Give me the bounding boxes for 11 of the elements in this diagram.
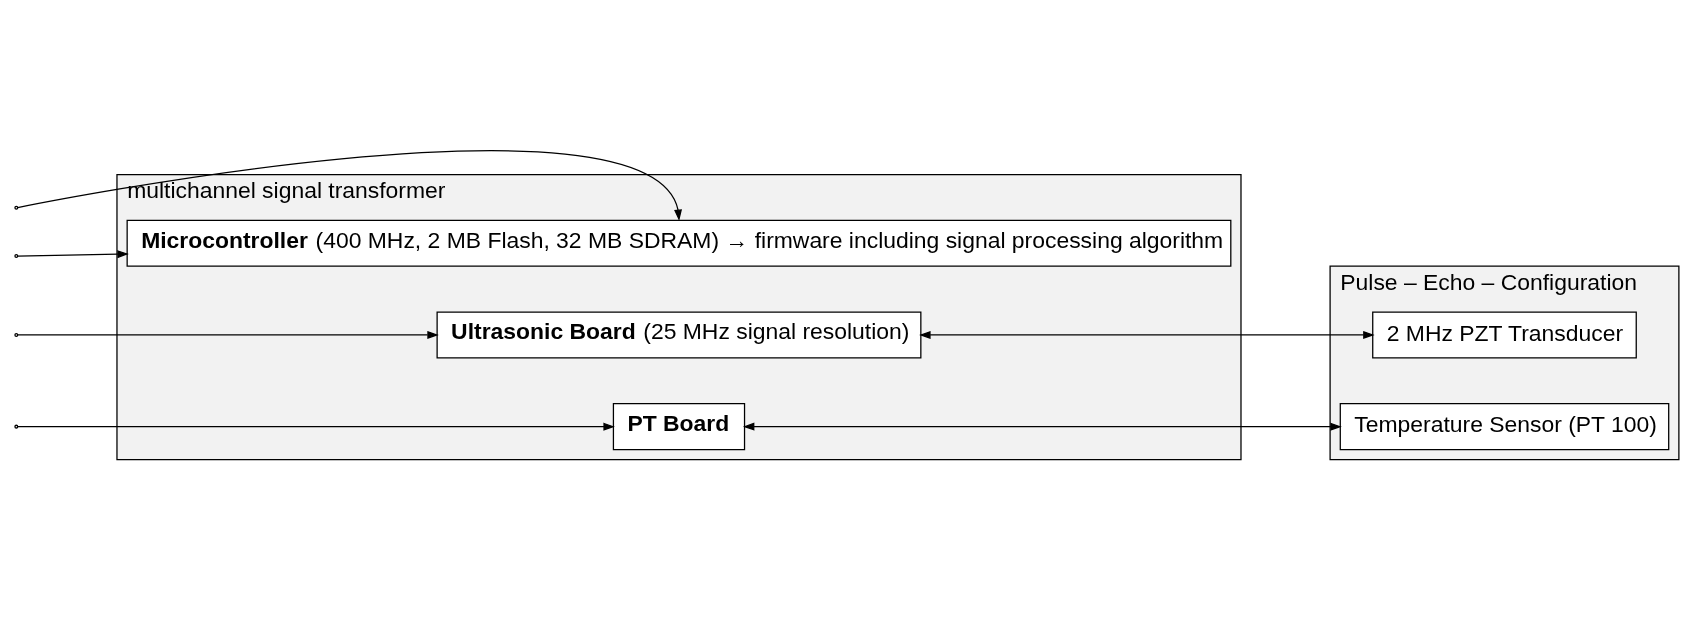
node-box: Microcontroller (400 MHz, 2 MB Flash, 32 MB SDRAM) → firmware including signal processing algorithm [126, 219, 1232, 267]
arrow [919, 330, 1375, 339]
arrow [17, 249, 129, 258]
node-box: 2 MHz PZT Transducer [1372, 310, 1637, 359]
arrow [17, 149, 683, 221]
node-box: Temperature Sensor (PT 100) [1339, 402, 1670, 450]
node-box: Ultrasonic Board (25 MHz signal resolution) [436, 310, 922, 359]
arrow [17, 330, 439, 339]
arrow [17, 422, 615, 431]
arrow [742, 422, 1342, 431]
node-box: PT Board [612, 402, 746, 450]
